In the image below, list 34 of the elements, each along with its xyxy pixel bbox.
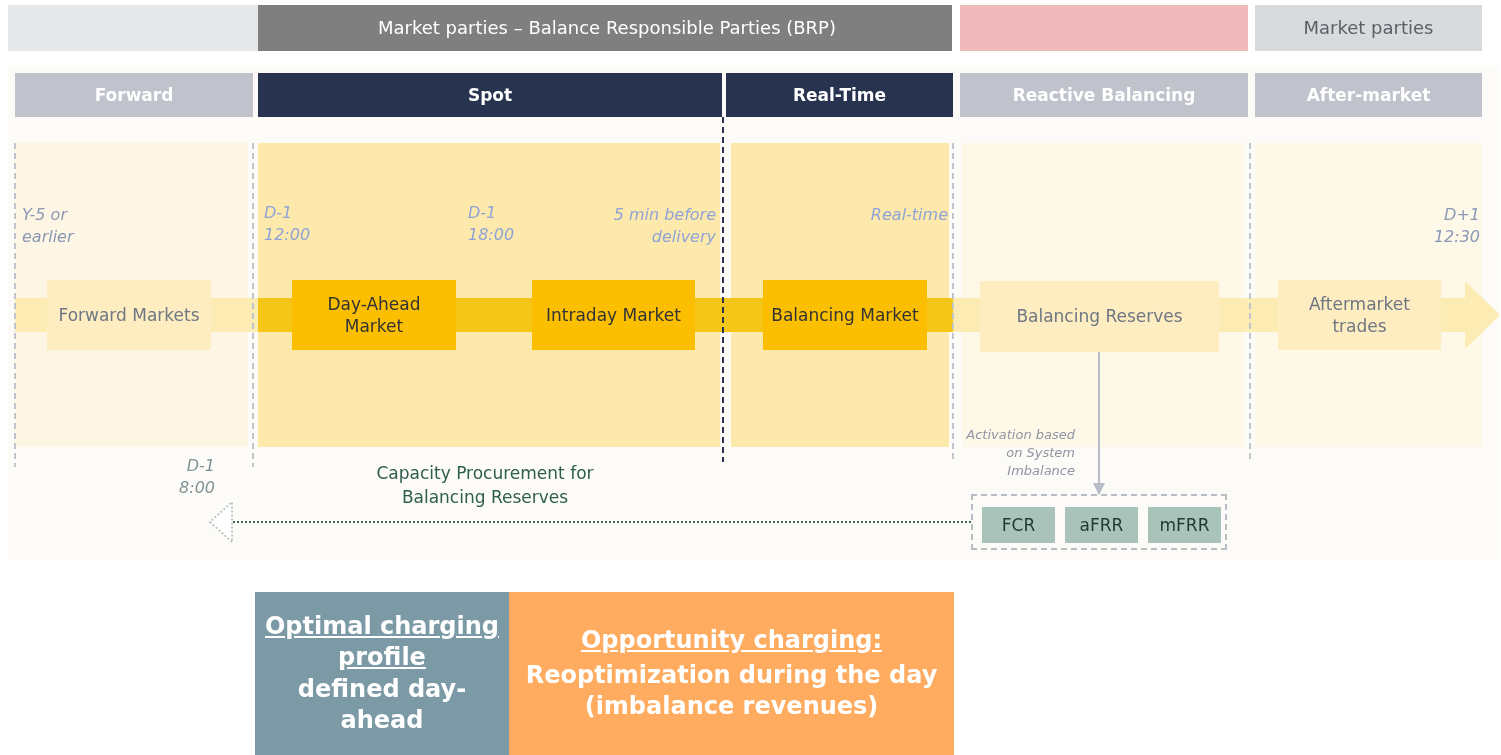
- arrow: [1093, 351, 1105, 495]
- phase-header: Spot: [258, 73, 722, 117]
- reserve-group: [971, 494, 1227, 550]
- arrow: [209, 501, 972, 543]
- reserve-box: mFRR: [1148, 507, 1221, 543]
- edge-label: Activation based on System Imbalance: [965, 426, 1075, 481]
- time-label: 5 min before delivery: [612, 204, 716, 248]
- reserve-box: FCR: [982, 507, 1055, 543]
- phase-header: Forward: [15, 73, 253, 117]
- time-label: D-1 12:00: [264, 202, 312, 246]
- time-label: Y-5 or earlier: [22, 204, 76, 248]
- strategy-box: [509, 592, 954, 755]
- market-box: Forward Markets: [47, 280, 211, 350]
- edge-label: Capacity Procurement for Balancing Reserves: [375, 462, 595, 509]
- time-label: D+1 12:30: [1432, 204, 1480, 248]
- header-bar: Market parties: [1255, 5, 1482, 51]
- phase-header: Real-Time: [726, 73, 953, 117]
- strategy-box: [255, 592, 509, 755]
- box-text: Reoptimization during the day (imbalance revenues): [524, 659, 939, 723]
- time-label: D-1 18:00: [468, 202, 516, 246]
- market-box: Day-Ahead Market: [292, 280, 456, 350]
- box-text: defined day-ahead: [296, 673, 468, 736]
- market-box: Balancing Market: [763, 280, 927, 350]
- phase-header: After-market: [1255, 73, 1482, 117]
- time-label: D-1 8:00: [178, 455, 215, 499]
- header-bar: [960, 5, 1248, 51]
- header-bar: Market parties – Balance Responsible Parties (BRP): [8, 5, 952, 51]
- box-heading: Opportunity charging:: [580, 624, 882, 656]
- market-box: Intraday Market: [532, 280, 695, 350]
- time-label: Real-time: [869, 204, 948, 226]
- market-box: Aftermarket trades: [1278, 280, 1441, 350]
- phase-header: Reactive Balancing: [960, 73, 1248, 117]
- reserve-box: aFRR: [1065, 507, 1138, 543]
- market-box: Balancing Reserves: [980, 281, 1219, 352]
